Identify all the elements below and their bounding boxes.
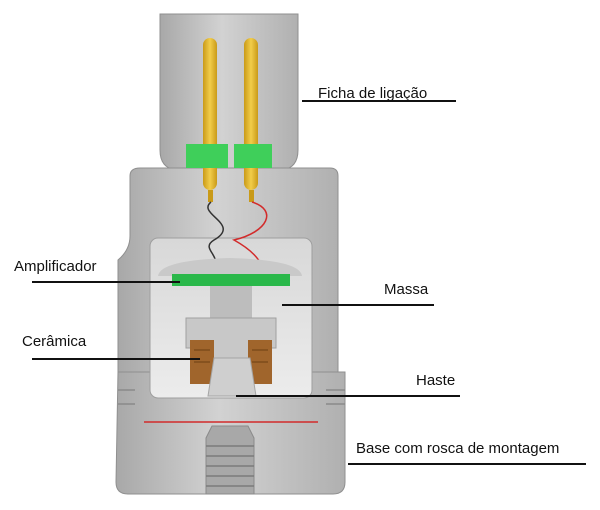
connector-housing <box>159 13 299 171</box>
mounting-thread <box>205 425 255 495</box>
amplifier-label: Amplificador <box>14 258 97 275</box>
stem-label: Haste <box>416 372 455 389</box>
ceramic-label: Cerâmica <box>22 333 87 350</box>
stem <box>207 357 257 397</box>
base-label: Base com rosca de montagem <box>356 440 559 457</box>
connector-label: Ficha de ligação <box>318 85 427 102</box>
pin-insulators <box>186 144 272 168</box>
amplifier-board <box>158 258 302 286</box>
mass-label: Massa <box>384 281 429 298</box>
